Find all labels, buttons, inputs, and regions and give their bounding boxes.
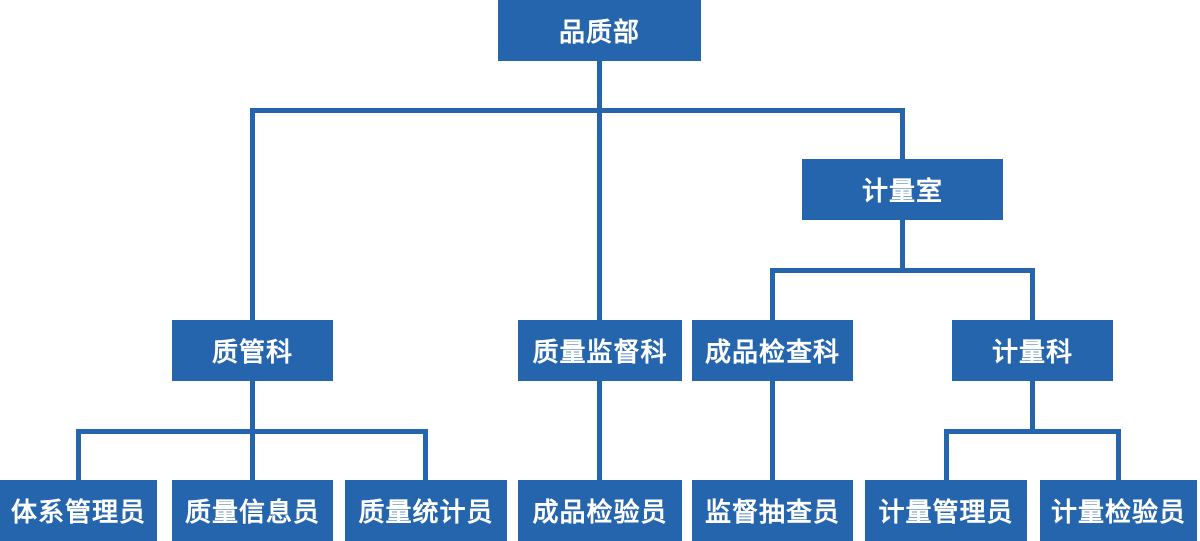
connector-to-product-inspector <box>597 381 602 480</box>
connector-to-metrology-section <box>1030 268 1035 320</box>
connector-to-metrology-admin <box>944 429 949 480</box>
connector-metrology-section-down <box>1030 381 1035 434</box>
org-node-supervision-sampler: 监督抽查员 <box>692 480 853 541</box>
connector-to-quality-mgmt <box>250 108 255 320</box>
org-node-product-check-section: 成品检查科 <box>692 320 853 381</box>
connector-to-system-admin <box>76 429 81 480</box>
connector-to-metrology-room <box>900 108 905 159</box>
org-node-metrology-room: 计量室 <box>802 159 1003 220</box>
org-node-quality-statistician: 质量统计员 <box>345 480 507 541</box>
org-node-root: 品质部 <box>498 0 701 61</box>
org-node-metrology-section: 计量科 <box>952 320 1113 381</box>
org-node-quality-supervision-section: 质量监督科 <box>518 320 682 381</box>
connector-to-quality-statistician <box>423 429 428 480</box>
connector-metrology-room-down <box>900 220 905 273</box>
connector-metrology-section-horizontal <box>944 429 1121 434</box>
connector-to-supervision-sampler <box>770 381 775 480</box>
org-node-metrology-admin: 计量管理员 <box>865 480 1027 541</box>
connector-to-quality-info-officer <box>250 429 255 480</box>
connector-level1-horizontal <box>250 108 905 113</box>
connector-to-metrology-inspector <box>1116 429 1121 480</box>
connector-root-to-supervision <box>597 61 602 320</box>
connector-metrology-room-horizontal <box>770 268 1035 273</box>
org-node-system-admin: 体系管理员 <box>0 480 157 541</box>
org-node-quality-mgmt-section: 质管科 <box>172 320 333 381</box>
connector-quality-mgmt-down <box>250 381 255 434</box>
org-node-quality-info-officer: 质量信息员 <box>172 480 333 541</box>
org-node-metrology-inspector: 计量检验员 <box>1040 480 1197 541</box>
connector-to-product-check <box>770 268 775 320</box>
org-node-product-inspector: 成品检验员 <box>518 480 682 541</box>
